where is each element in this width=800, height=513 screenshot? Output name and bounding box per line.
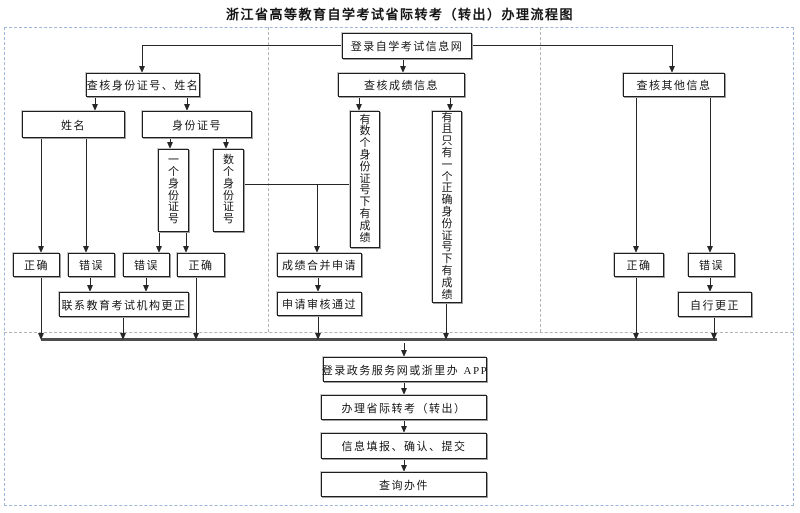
connector-line: [404, 380, 405, 388]
node-score-multi-id-label: 有数个身份证号下有成绩: [359, 113, 371, 244]
node-id-correct: 正确: [177, 253, 225, 277]
node-query-case: 查询办件: [321, 472, 487, 497]
arrowhead-down-icon: [139, 66, 145, 73]
arrowhead-down-icon: [356, 104, 362, 111]
node-several-id-label: 数个身份证号: [223, 154, 234, 226]
node-name-wrong: 错误: [68, 253, 115, 277]
connector-line: [359, 95, 360, 104]
connector-line: [710, 275, 711, 285]
connector-line: [404, 418, 405, 426]
arrowhead-down-icon: [167, 142, 173, 149]
node-apply-approved: 申请审核通过: [277, 292, 362, 316]
node-login-exam-site: 登录自学考试信息网: [342, 33, 472, 59]
arrowhead-down-icon: [156, 246, 162, 253]
node-fill-confirm-submit: 信息填报、确认、提交: [321, 433, 487, 459]
connector-line: [90, 275, 91, 285]
connector-line: [404, 343, 405, 350]
node-self-correct: 自行更正: [678, 292, 752, 317]
node-one-id-label: 一个身份证号: [168, 154, 179, 226]
arrowhead-down-icon: [401, 465, 407, 472]
arrowhead-down-icon: [92, 104, 98, 111]
connector-line: [186, 229, 187, 246]
node-check-other: 查核其他信息: [623, 73, 725, 97]
connector-line: [404, 457, 405, 465]
connector-line: [226, 136, 227, 142]
connector-line: [714, 315, 715, 333]
node-transfer-out: 办理省际转考（转出）: [321, 395, 487, 420]
connector-line: [146, 275, 147, 285]
node-check-score: 查核成绩信息: [338, 73, 465, 97]
node-name: 姓名: [22, 111, 125, 138]
node-score-multi-id: 有数个身份证号下有成绩: [350, 111, 380, 248]
connector-line: [317, 184, 318, 246]
connector-line: [450, 95, 451, 104]
arrowhead-down-icon: [120, 333, 126, 340]
connector-line: [710, 95, 711, 246]
node-score-single-id-label: 有且只有一个正确身份证号下有成绩: [441, 111, 453, 301]
arrowhead-down-icon: [143, 285, 149, 292]
node-one-id: 一个身份证号: [158, 149, 189, 232]
node-login-gov: 登录政务服务网或浙里办 APP: [322, 357, 487, 382]
node-merge-apply: 成绩合并申请: [277, 253, 362, 277]
arrowhead-down-icon: [711, 333, 717, 340]
arrowhead-down-icon: [315, 285, 321, 292]
section-divider-right: [540, 27, 541, 332]
node-other-wrong: 错误: [688, 253, 735, 277]
arrowhead-down-icon: [401, 388, 407, 395]
connector-line: [86, 136, 87, 246]
connector-line: [142, 45, 342, 46]
connector-line: [636, 275, 637, 333]
arrowhead-down-icon: [38, 333, 44, 340]
arrowhead-down-icon: [184, 104, 190, 111]
connector-line: [470, 45, 672, 46]
connector-line: [159, 229, 160, 246]
connector-line: [123, 315, 124, 333]
node-check-id-name: 查核身份证号、姓名: [86, 73, 200, 97]
connector-line: [403, 57, 404, 66]
node-name-correct: 正确: [13, 253, 60, 277]
connector-line: [41, 275, 42, 333]
section-divider-bottom: [4, 332, 793, 333]
connector-line: [242, 184, 352, 185]
collector-line: [41, 338, 717, 341]
connector-line: [142, 45, 143, 67]
connector-line: [318, 275, 319, 285]
connector-line: [672, 45, 673, 67]
arrowhead-down-icon: [193, 333, 199, 340]
node-contact-org: 联系教育考试机构更正: [59, 292, 189, 317]
arrowhead-down-icon: [669, 66, 675, 73]
arrowhead-down-icon: [315, 333, 321, 340]
node-other-correct: 正确: [614, 253, 664, 277]
connector-line: [636, 95, 637, 246]
arrowhead-down-icon: [633, 333, 639, 340]
arrowhead-down-icon: [707, 285, 713, 292]
page-title: 浙江省高等教育自学考试省际转考（转出）办理流程图: [225, 7, 574, 22]
outer-dashed-frame: [4, 27, 794, 506]
node-score-single-id: 有且只有一个正确身份证号下有成绩: [432, 111, 462, 303]
connector-line: [318, 313, 319, 333]
arrowhead-down-icon: [314, 246, 320, 253]
arrowhead-down-icon: [401, 350, 407, 357]
arrowhead-down-icon: [633, 246, 639, 253]
arrowhead-down-icon: [38, 246, 44, 253]
connector-line: [41, 136, 42, 246]
arrowhead-down-icon: [400, 66, 406, 73]
arrowhead-down-icon: [87, 285, 93, 292]
section-divider-left: [268, 27, 269, 332]
arrowhead-down-icon: [401, 426, 407, 433]
arrowhead-down-icon: [443, 333, 449, 340]
arrowhead-down-icon: [223, 142, 229, 149]
connector-line: [187, 95, 188, 104]
arrowhead-down-icon: [83, 246, 89, 253]
node-several-id: 数个身份证号: [213, 149, 244, 232]
arrowhead-down-icon: [183, 246, 189, 253]
arrowhead-down-icon: [707, 246, 713, 253]
node-id-wrong: 错误: [123, 253, 170, 277]
connector-line: [446, 300, 447, 333]
arrowhead-down-icon: [447, 104, 453, 111]
node-id-number: 身份证号: [142, 111, 252, 138]
connector-line: [196, 275, 197, 333]
connector-line: [95, 95, 96, 104]
connector-line: [170, 136, 171, 142]
